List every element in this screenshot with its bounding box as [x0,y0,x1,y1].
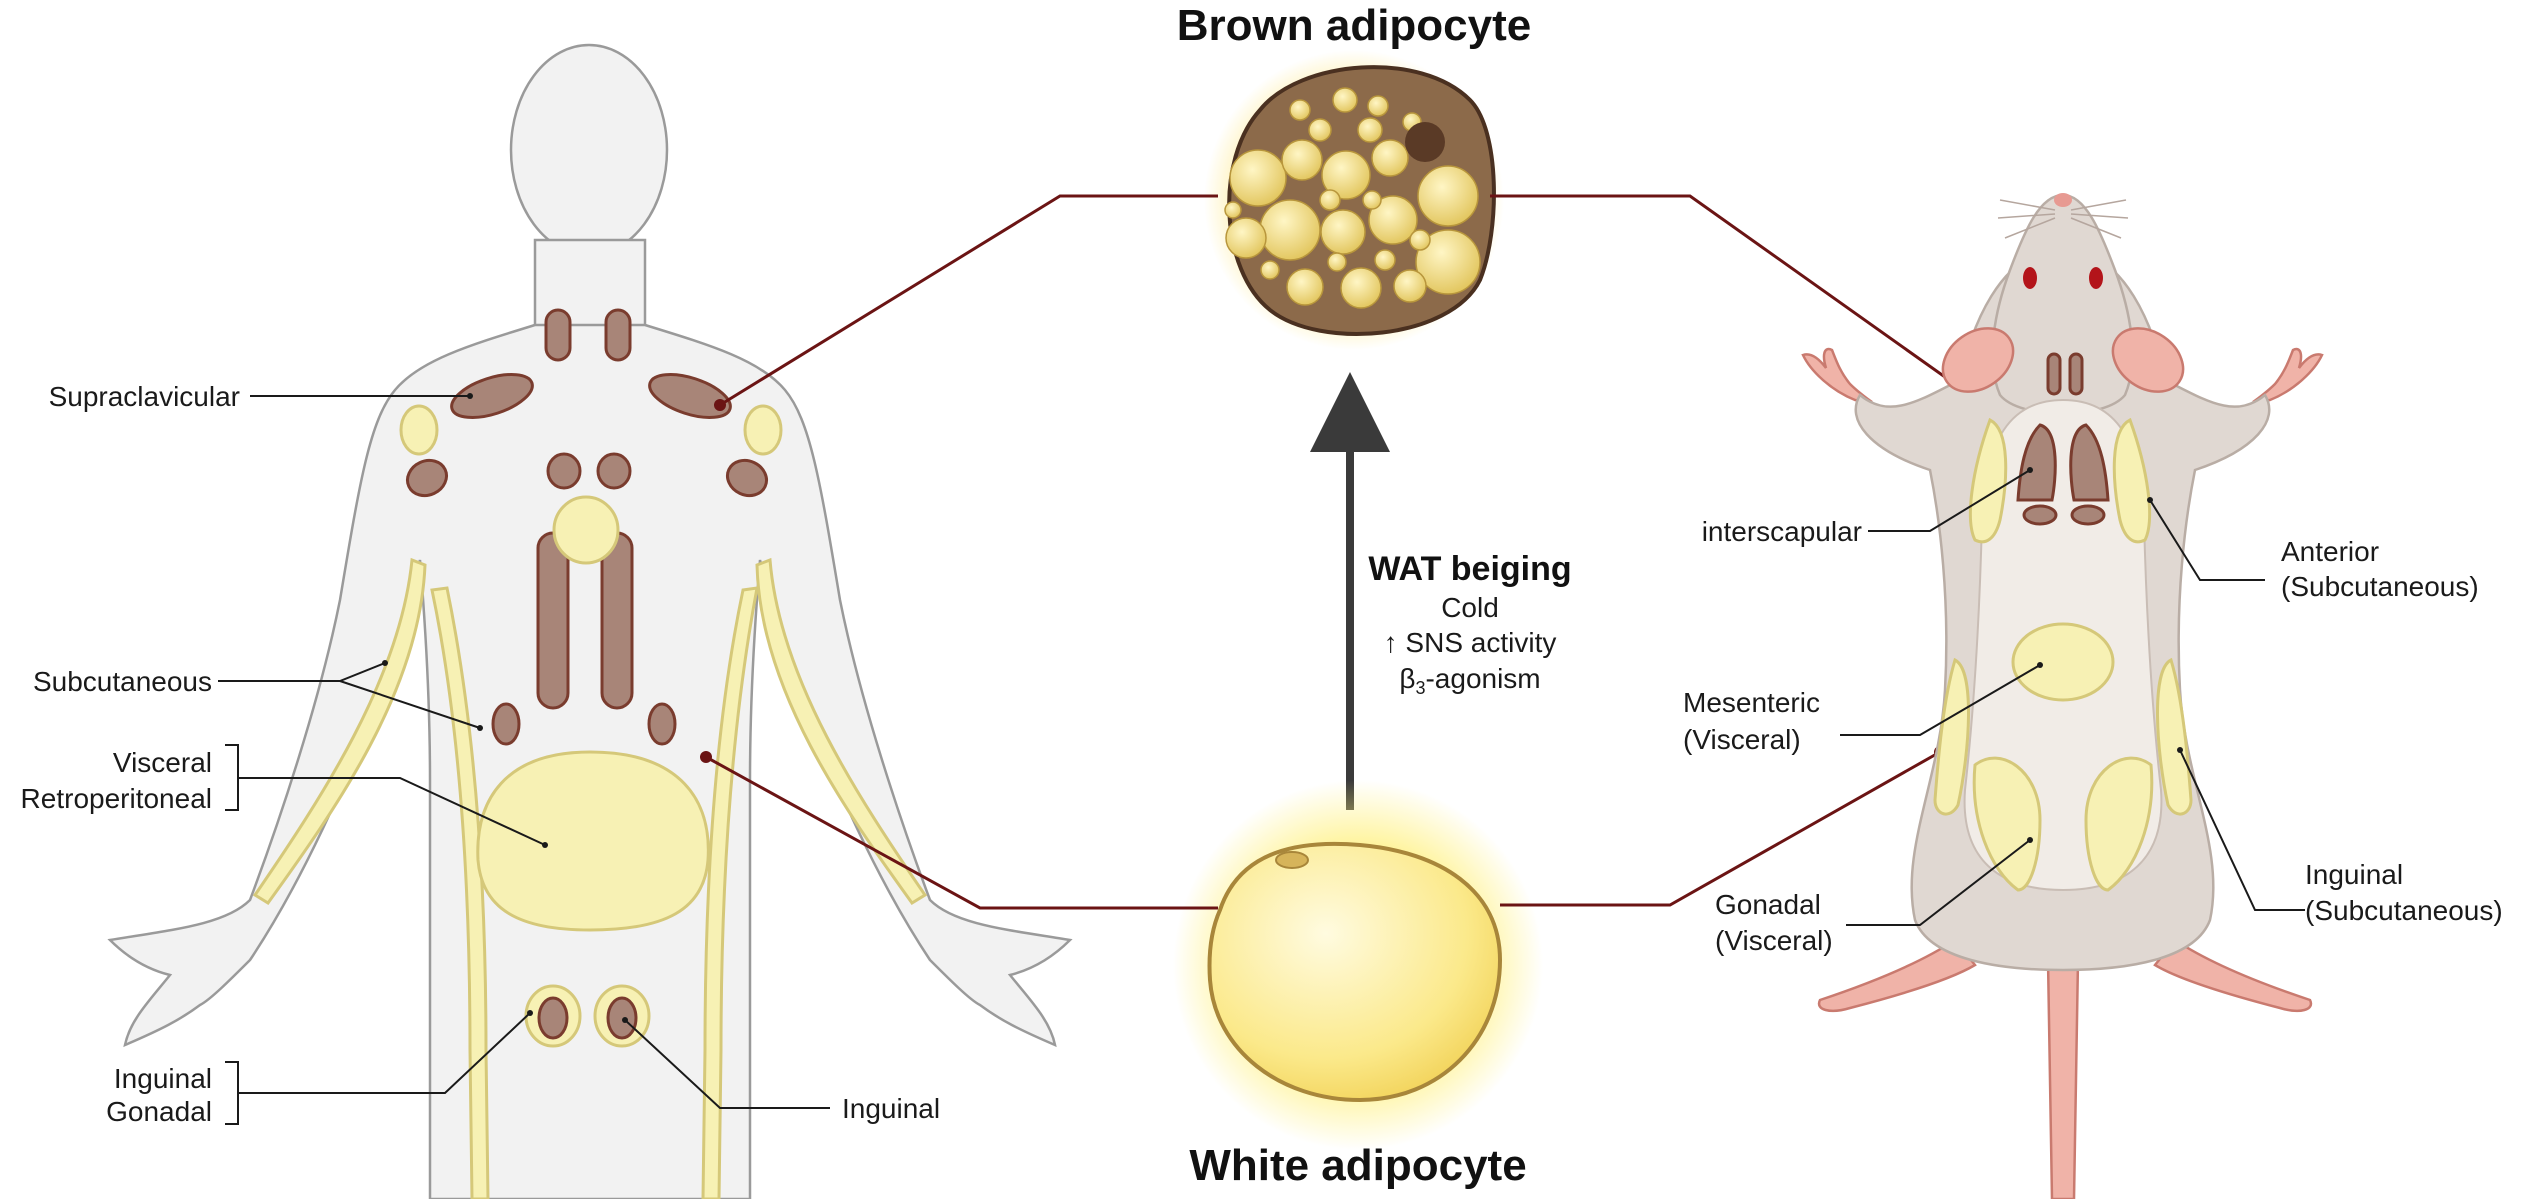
label-inguinal-mouse: Inguinal [2305,859,2403,890]
beiging-cold: Cold [1441,592,1499,623]
mouse-inguinal-depot-left [1933,657,1970,816]
mouse-ear-left [1941,327,2015,393]
mouse-fore-paw-left [1801,347,1873,404]
beiging-sns-activity: ↑ SNS activity [1384,627,1557,658]
supraclavicular-depot-right [648,373,732,419]
mouse-hind-foot-right [2153,938,2313,1012]
epicardial-white-depot [552,495,620,565]
mouse-interscapular-depot-lower-left [2022,504,2058,526]
label-gonadal-human: Gonadal [106,1096,212,1127]
axillary-depot-right [726,458,768,498]
mouse-mesenteric-depot [2011,622,2115,702]
mouse-inguinal-depot-right [2156,657,2193,816]
visceral-depot [476,750,710,932]
label-inguinal-human-right: Inguinal [842,1093,940,1124]
brown-adipocyte [1204,50,1504,350]
perirenal-depot-right [647,702,677,746]
mouse-head [1991,193,2134,415]
mouse-gonadal-depot-right [2084,756,2154,892]
label-retroperitoneal: Retroperitoneal [21,783,212,814]
human-figure [107,43,1073,1199]
brown-adipocyte-lipid-droplets [1224,87,1481,309]
label-subcutaneous: Subcutaneous [33,666,212,697]
white-adipocyte [1173,780,1543,1150]
subcutaneous-depot-trunk-right [701,586,759,1199]
label-mesenteric-visceral: (Visceral) [1683,724,1801,755]
label-interscapular: interscapular [1702,516,1862,547]
mouse-eye-right [2089,267,2103,289]
mouse-ear-right [2111,327,2185,393]
neck-brown-depot-right [604,308,632,362]
mouse-tail [2046,958,2080,1199]
beiging-title: WAT beiging [1368,550,1571,588]
white-adipocyte-nucleus [1275,851,1309,869]
label-anterior-subcutaneous: (Subcutaneous) [2281,571,2479,602]
paravertebral-depot-right [600,531,634,710]
mouse-anterior-depot-left [1968,417,2008,544]
subcutaneous-depot-arm-right [755,557,928,906]
mouse-interscapular-depot-lower-right [2070,504,2106,526]
mouse-hind-foot-left [1817,938,1977,1012]
gonadal-brown-depot-right [606,996,638,1040]
label-gonadal-mouse-visceral: (Visceral) [1715,925,1833,956]
mouse-interscapular-depot [2016,423,2110,502]
axillary-white-depot-left [399,404,439,456]
supraclavicular-depot-left [450,373,534,419]
label-supraclavicular: Supraclavicular [49,381,240,412]
mouse-leader-lines [1840,467,2305,926]
axillary-white-depot-right [743,404,783,456]
mouse-cervical-brown-depot-right [2068,352,2084,396]
mouse-nose [2054,193,2072,207]
human-white-fat-depots [252,404,928,1199]
mediastinal-depot-right [596,452,632,490]
beiging-beta3-agonism: β3-agonism [1399,663,1540,698]
mouse-anterior-depot-right [2112,417,2152,544]
brown-adipocyte-nucleus [1405,122,1445,162]
mouse-cervical-brown-depot-left [2046,352,2062,396]
mouse-gonadal-depot-left [1972,756,2042,892]
mouse-whiskers [1997,199,2129,239]
human-head [509,43,669,257]
paravertebral-depot-left [536,531,570,710]
mouse-eye-left [2023,267,2037,289]
axillary-depot-left [406,458,448,498]
title-white-adipocyte: White adipocyte [1189,1141,1526,1190]
label-visceral: Visceral [113,747,212,778]
human-brown-fat-depots [406,308,768,746]
connector-lines [700,194,2051,910]
perirenal-depot-left [491,702,521,746]
label-mesenteric: Mesenteric [1683,687,1820,718]
subcutaneous-depot-arm-left [252,557,427,906]
label-gonadal-mouse: Gonadal [1715,889,1821,920]
mouse-fore-paw-right [2252,347,2324,404]
gonadal-brown-depot-left [537,996,569,1040]
label-inguinal-human-left: Inguinal [114,1063,212,1094]
human-leader-lines [218,393,830,1125]
label-anterior: Anterior [2281,536,2379,567]
neck-brown-depot-left [544,308,572,362]
title-brown-adipocyte: Brown adipocyte [1177,1,1532,50]
mediastinal-depot-left [546,452,582,490]
subcutaneous-depot-trunk-left [430,586,490,1199]
mouse-fat-depots [1933,352,2193,892]
label-inguinal-mouse-subcutaneous: (Subcutaneous) [2305,895,2503,926]
